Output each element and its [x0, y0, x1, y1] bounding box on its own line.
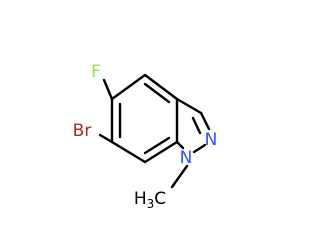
bond-c7-c6	[110, 140, 147, 164]
methyl-hydrogen: H	[134, 189, 147, 209]
methyl-subscript: 3	[147, 197, 155, 211]
methyl-label: H3C	[134, 189, 166, 211]
double-bond-c3-n2	[191, 116, 202, 135]
benzene-ring	[110, 73, 179, 164]
double-bond-c7a-c7	[143, 136, 171, 155]
double-bond-c4-c3a	[143, 82, 171, 104]
structure-drawing: F Br N N H3C	[73, 62, 218, 211]
bond-c4-c3a	[143, 73, 179, 101]
bond-c3a-c3	[175, 97, 203, 115]
fluorine-label: F	[91, 62, 101, 82]
methyl-carbon: C	[154, 189, 166, 209]
bond-n1-ch3	[170, 164, 189, 189]
bond-c3-n2	[199, 111, 211, 131]
bond-c5-f	[102, 78, 114, 101]
pyrazole-ring	[175, 97, 211, 154]
bond-n1-c7a	[175, 140, 185, 150]
bond-c5-c4	[110, 73, 147, 101]
nitrogen-methylated-label: N	[180, 148, 193, 168]
bond-c6-br	[98, 133, 114, 144]
nitrogen-imine-label: N	[205, 130, 218, 150]
bond-n2-n1	[192, 143, 207, 154]
bromine-label: Br	[73, 121, 92, 141]
bond-c7a-c7	[143, 140, 179, 164]
